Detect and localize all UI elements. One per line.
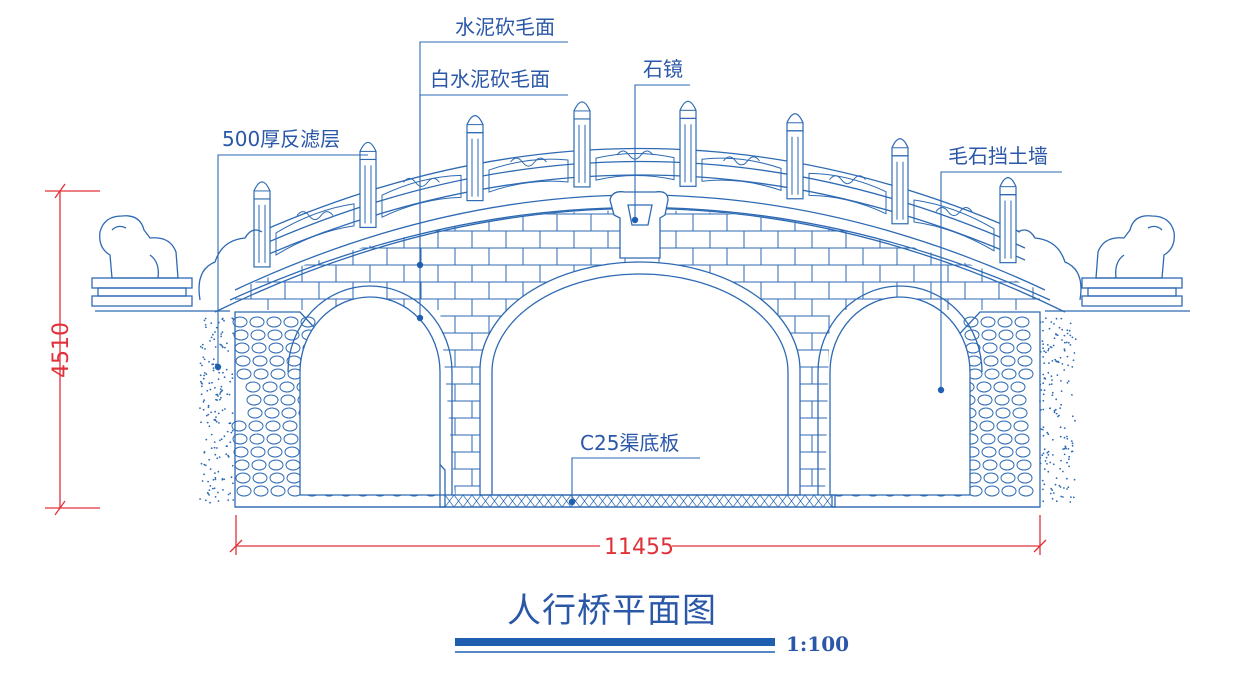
drawing-scale: 1:100: [786, 632, 849, 656]
left-lion-statue: [91, 215, 193, 307]
label-retaining-wall: 毛石挡土墙: [948, 144, 1048, 168]
label-filter-layer: 500厚反滤层: [222, 127, 340, 151]
leader-lines: [217, 41, 1062, 502]
width-dimension-gap: [600, 536, 672, 556]
width-dimension-value: 11455: [604, 535, 674, 560]
label-channel-slab: C25渠底板: [580, 431, 679, 455]
right-lion-statue: [1081, 215, 1183, 307]
label-cement-rough: 水泥砍毛面: [455, 15, 555, 39]
leader-dots: [214, 216, 945, 506]
bridge-deck-and-railing: [198, 100, 1082, 313]
title-underline-thick: [455, 638, 775, 646]
stone-mirror-keystone: [609, 191, 669, 259]
bridge-arches: [287, 261, 983, 496]
height-dimension-value: 4510: [49, 322, 74, 378]
height-dimension: [45, 183, 100, 516]
filter-layer-dots: [199, 317, 1077, 504]
label-stone-mirror: 石镜: [643, 57, 683, 81]
drawing-title: 人行桥平面图: [507, 591, 717, 631]
label-white-cement-rough: 白水泥砍毛面: [430, 67, 550, 91]
channel-bottom-slab: [235, 494, 1040, 508]
